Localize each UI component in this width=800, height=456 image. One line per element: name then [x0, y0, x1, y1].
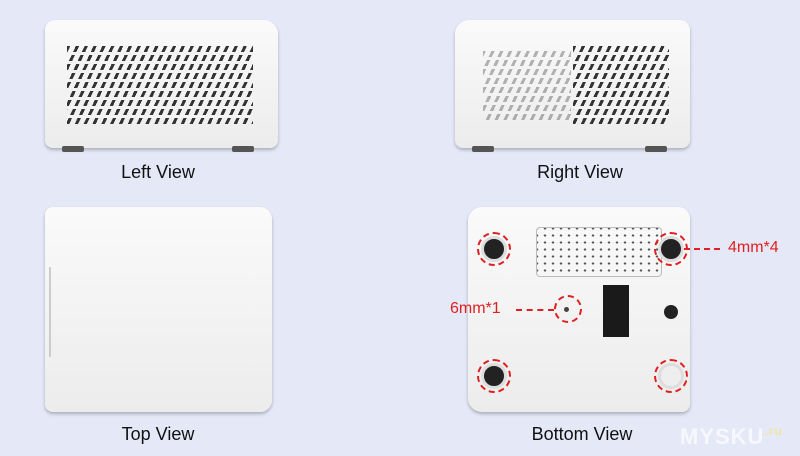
vent-grille: [573, 46, 669, 124]
left-view-device: [45, 20, 278, 148]
watermark-suffix: .ru: [764, 424, 783, 438]
button: [664, 305, 678, 319]
right-view-device: [455, 20, 690, 148]
bottom-view-label: Bottom View: [531, 424, 633, 444]
highlight-ring: [477, 232, 511, 266]
highlight-ring: [654, 359, 688, 393]
top-view-label: Top View: [121, 424, 195, 444]
foot: [472, 146, 494, 152]
watermark: MYSKU.ru: [680, 424, 783, 450]
leader-line: [516, 309, 554, 311]
vent-grille-small: [483, 50, 571, 120]
watermark-text: MYSKU: [680, 424, 765, 449]
vent-panel: [536, 227, 662, 277]
foot: [645, 146, 667, 152]
right-view-label: Right View: [537, 162, 623, 182]
leader-line: [684, 248, 720, 250]
left-view-label: Left View: [121, 162, 195, 182]
highlight-ring: [477, 359, 511, 393]
drive-bay-edge: [49, 267, 57, 357]
foot: [62, 146, 84, 152]
top-view-device: [45, 207, 272, 412]
highlight-ring: [654, 232, 688, 266]
feet-annotation: 4mm*4: [728, 239, 779, 256]
product-sticker: [603, 285, 629, 337]
vent-grille: [67, 46, 253, 124]
highlight-ring: [554, 295, 582, 323]
center-annotation: 6mm*1: [450, 300, 501, 317]
foot: [232, 146, 254, 152]
